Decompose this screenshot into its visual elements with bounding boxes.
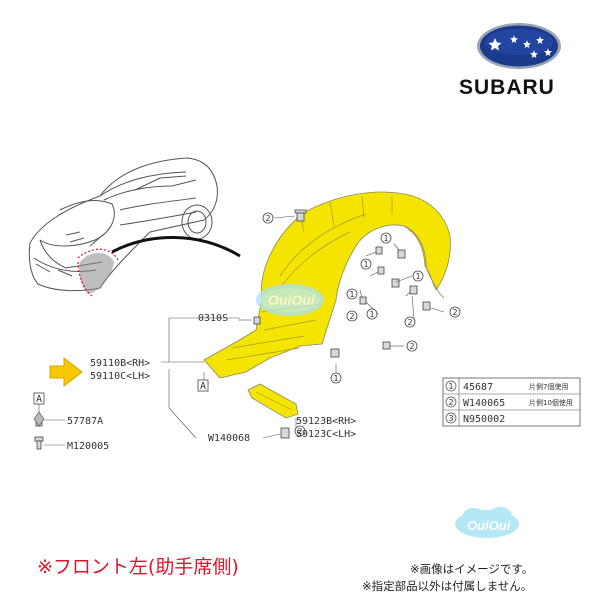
table-row-code: 45687 xyxy=(463,382,493,393)
svg-text:1: 1 xyxy=(350,290,355,299)
svg-text:A: A xyxy=(36,394,42,405)
subaru-logo xyxy=(477,23,561,69)
svg-text:A: A xyxy=(200,381,206,392)
svg-text:2: 2 xyxy=(298,427,303,436)
svg-text:2: 2 xyxy=(266,214,271,223)
watermark-bottom: OuiOui xyxy=(455,507,519,538)
watermark-center: OuiOui xyxy=(256,284,324,316)
car-to-part-leader xyxy=(111,236,241,258)
ref-box-a-2: A xyxy=(33,392,45,405)
ref-box-a-1: A xyxy=(197,379,209,392)
pointer-arrow-icon xyxy=(49,356,83,388)
car-illustration xyxy=(28,157,218,292)
label-59123b: 59123B<RH> xyxy=(296,416,356,427)
svg-text:OuiOui: OuiOui xyxy=(268,292,316,308)
svg-text:1: 1 xyxy=(364,260,369,269)
callout-numbers: 2 1 1 1 1 1 2 2 2 2 1 2 xyxy=(266,214,458,436)
brand-name: SUBARU xyxy=(459,76,555,99)
table-row-note: 片側10個使用 xyxy=(529,398,573,407)
parts-disclaimer: ※指定部品以外は付属しません。 xyxy=(362,579,532,593)
callout-circles xyxy=(262,212,461,437)
svg-text:2: 2 xyxy=(453,308,458,317)
svg-text:2: 2 xyxy=(350,312,355,321)
svg-text:2: 2 xyxy=(408,318,413,327)
label-59110b: 59110B<RH> xyxy=(90,358,150,369)
svg-text:2: 2 xyxy=(410,342,415,351)
fender-highlight xyxy=(77,248,119,297)
table-row-code: W140065 xyxy=(463,398,505,409)
label-w140068: W140068 xyxy=(208,433,250,444)
fasteners xyxy=(34,209,431,450)
diamond-clip-icon xyxy=(33,411,45,427)
splash-guard-part xyxy=(247,383,299,419)
table-row-num: 3 xyxy=(449,414,454,423)
label-0310s: 0310S xyxy=(198,313,228,324)
table-row-note: 片側7個使用 xyxy=(529,382,568,391)
table-row-code: N950002 xyxy=(463,414,505,425)
table-row-num: 2 xyxy=(449,398,454,407)
label-59123c: 59123C<LH> xyxy=(296,429,356,440)
svg-text:1: 1 xyxy=(370,310,375,319)
label-m120005: M120005 xyxy=(67,441,109,452)
image-disclaimer: ※画像はイメージです。 xyxy=(410,562,533,576)
table-row-num: 1 xyxy=(449,382,454,391)
svg-text:1: 1 xyxy=(334,374,339,383)
svg-text:OuiOui: OuiOui xyxy=(467,518,511,533)
svg-text:1: 1 xyxy=(416,272,421,281)
parts-table: 1 2 3 45687 W140065 N950002 片側7個使用 片側10個… xyxy=(442,377,581,427)
label-59110c: 59110C<LH> xyxy=(90,371,150,382)
position-note: ※フロント左(助手席側) xyxy=(37,556,239,578)
svg-text:1: 1 xyxy=(384,234,389,243)
label-57787a: 57787A xyxy=(67,416,103,427)
leader-lines xyxy=(38,215,445,446)
